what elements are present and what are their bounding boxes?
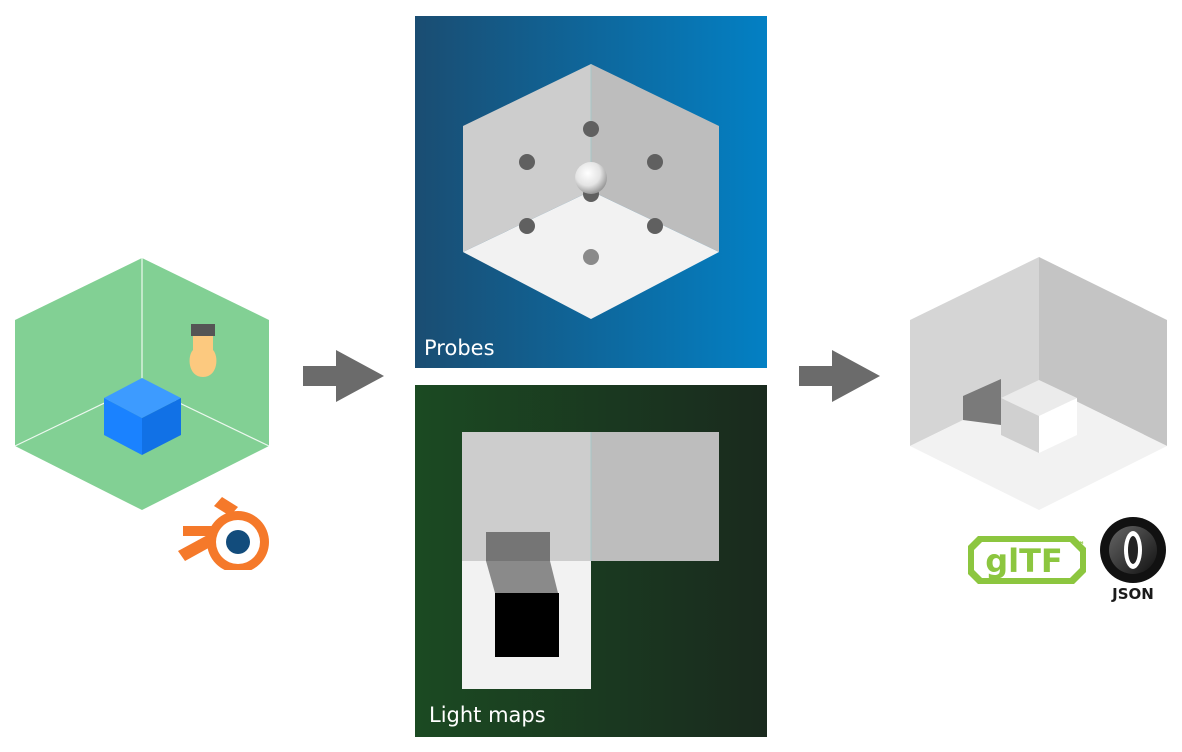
output-scene (910, 257, 1167, 510)
source-scene (14, 258, 270, 570)
probe-point (583, 249, 599, 265)
probes-label: Probes (424, 336, 495, 360)
lightmap-shadow-bottom (486, 561, 558, 593)
source-cube (104, 378, 181, 455)
probes-illustration (415, 16, 767, 368)
light-bulb-icon (189, 324, 217, 377)
probe-point (647, 154, 663, 170)
lightmap-right-wall (591, 432, 719, 561)
gltf-logo-text: glTF (985, 542, 1063, 580)
probe-point (647, 218, 663, 234)
probe-point (519, 218, 535, 234)
output-cube-shadow (963, 379, 1001, 425)
arrow-right-icon (303, 350, 384, 402)
probe-point (583, 121, 599, 137)
probe-sphere (575, 162, 607, 194)
gltf-trademark: ™ (1076, 541, 1085, 551)
gltf-logo-icon: glTF ™ (968, 536, 1086, 584)
json-logo-text: JSON (1111, 585, 1154, 603)
output-cube (1001, 380, 1077, 453)
lightmap-shadow-top (486, 532, 550, 561)
arrow-right-icon (799, 350, 880, 402)
json-logo-icon: JSON (1100, 517, 1166, 603)
lightmap-cube (495, 593, 559, 657)
lightmaps-illustration (415, 385, 767, 737)
probe-point (519, 154, 535, 170)
blender-logo-icon (178, 497, 269, 570)
lightmaps-label: Light maps (429, 703, 546, 727)
lightmaps-panel: Light maps (415, 385, 767, 737)
probes-panel: Probes (415, 16, 767, 368)
